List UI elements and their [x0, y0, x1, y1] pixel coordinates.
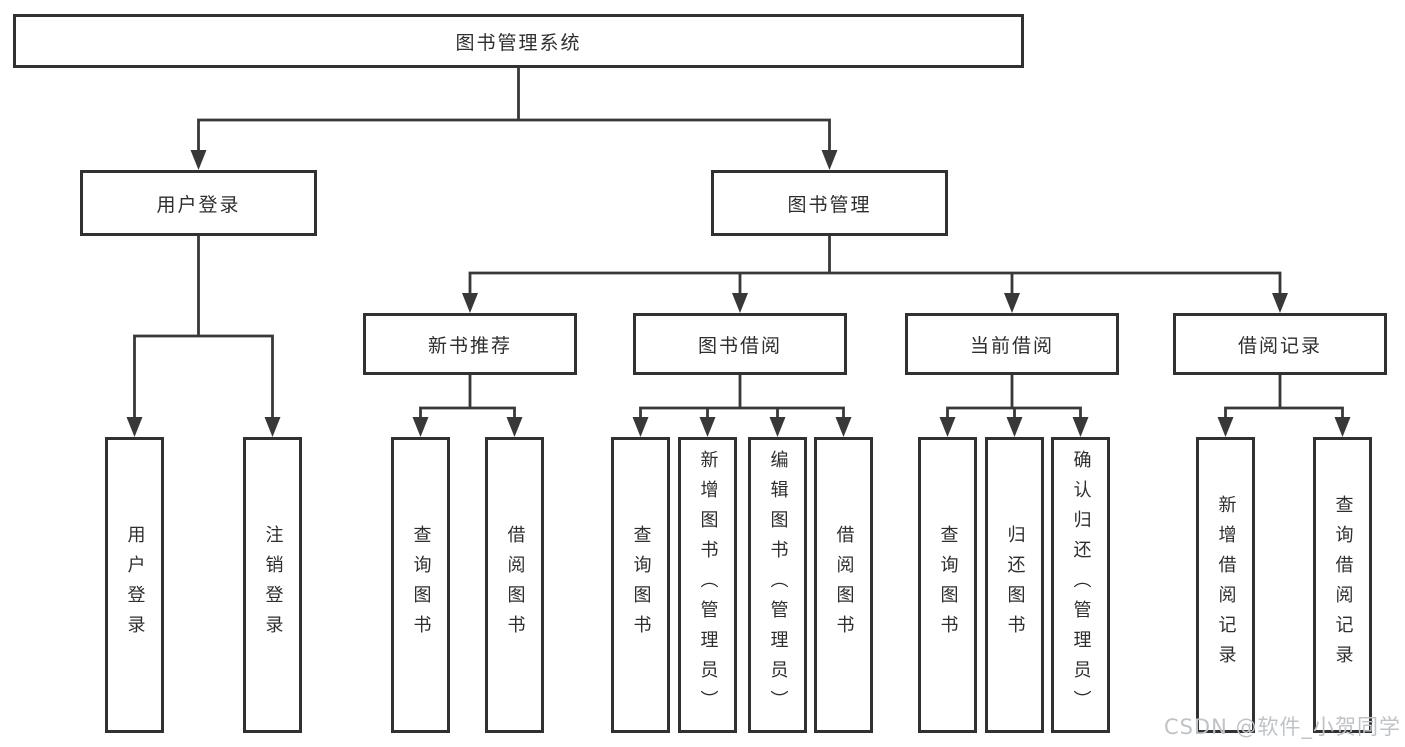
- node-label: 编辑图书（管理员）: [767, 450, 789, 720]
- node-label: 查询借阅记录: [1332, 495, 1354, 675]
- node-user-login: 用户登录: [80, 170, 317, 236]
- node-book-management: 图书管理: [711, 170, 948, 236]
- node-label: 查询图书: [410, 525, 432, 645]
- leaf-add-book-admin: 新增图书（管理员）: [678, 437, 737, 733]
- node-label: 用户登录: [124, 525, 146, 645]
- node-current-borrowing: 当前借阅: [905, 313, 1119, 375]
- node-borrowing-records: 借阅记录: [1173, 313, 1387, 375]
- node-label: 借阅图书: [504, 525, 526, 645]
- leaf-query-books-current: 查询图书: [918, 437, 977, 733]
- leaf-return-book: 归还图书: [985, 437, 1044, 733]
- node-label: 查询图书: [937, 525, 959, 645]
- node-label: 归还图书: [1004, 525, 1026, 645]
- node-label: 新书推荐: [427, 334, 512, 357]
- node-label: 图书借阅: [697, 334, 782, 357]
- leaf-user-login: 用户登录: [105, 437, 164, 733]
- node-label: 确认归还（管理员）: [1070, 450, 1092, 720]
- csdn-watermark: CSDN @软件_小贺同学: [1163, 715, 1401, 739]
- arrowheads: [126, 150, 1351, 437]
- node-label: 新增图书（管理员）: [697, 450, 719, 720]
- leaf-query-books-recommend: 查询图书: [391, 437, 450, 733]
- node-label: 借阅图书: [833, 525, 855, 645]
- node-label: 借阅记录: [1237, 334, 1322, 357]
- node-label: 图书管理系统: [455, 31, 582, 54]
- node-label: 注销登录: [262, 525, 284, 645]
- node-label: 用户登录: [156, 193, 241, 216]
- leaf-confirm-return-admin: 确认归还（管理员）: [1051, 437, 1110, 733]
- leaf-query-books-borrowing: 查询图书: [611, 437, 670, 733]
- node-new-book-recommendation: 新书推荐: [363, 313, 577, 375]
- node-label: 当前借阅: [969, 334, 1054, 357]
- leaf-add-borrow-record: 新增借阅记录: [1196, 437, 1255, 733]
- leaf-borrow-books-recommend: 借阅图书: [485, 437, 544, 733]
- node-book-borrowing: 图书借阅: [633, 313, 847, 375]
- leaf-edit-book-admin: 编辑图书（管理员）: [748, 437, 807, 733]
- node-library-management-system: 图书管理系统: [13, 14, 1024, 68]
- leaf-logout: 注销登录: [243, 437, 302, 733]
- leaf-borrow-books-borrowing: 借阅图书: [814, 437, 873, 733]
- node-label: 查询图书: [630, 525, 652, 645]
- leaf-query-borrow-record: 查询借阅记录: [1313, 437, 1372, 733]
- node-label: 图书管理: [787, 193, 872, 216]
- node-label: 新增借阅记录: [1215, 495, 1237, 675]
